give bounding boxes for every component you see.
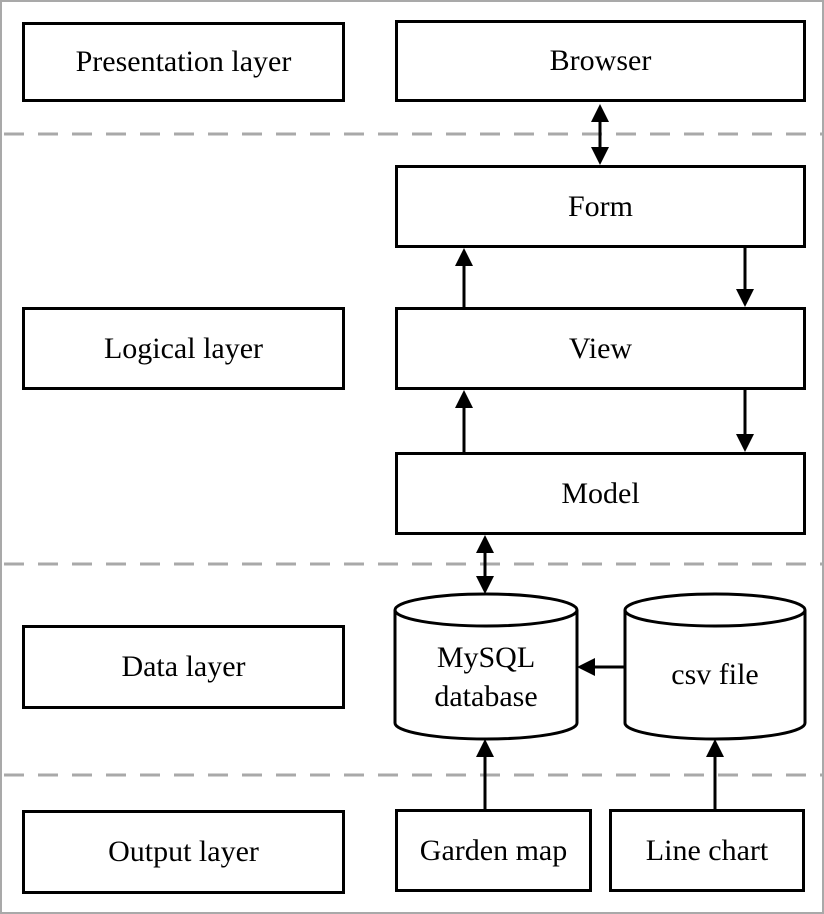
- arrow-model-to-view: [455, 390, 473, 452]
- node-view-label: View: [568, 331, 633, 365]
- arrow-gardenmap-to-mysql: [476, 739, 494, 809]
- node-line-chart: Line chart: [609, 809, 805, 892]
- node-browser-label: Browser: [549, 44, 652, 77]
- node-garden-map: Garden map: [395, 809, 592, 892]
- node-line-chart-label: Line chart: [645, 833, 769, 867]
- csv-cylinder: [623, 592, 807, 741]
- mysql-cylinder: [393, 592, 579, 741]
- layer-label-output: Output layer: [108, 835, 259, 868]
- mysql-label-line1: MySQL: [436, 641, 536, 674]
- node-garden-map-label: Garden map: [419, 833, 568, 867]
- arrow-model-mysql: [476, 535, 494, 594]
- layer-label-logical: Logical layer: [103, 331, 264, 365]
- node-browser: Browser: [395, 20, 806, 102]
- layer-box-logical: Logical layer: [22, 307, 345, 390]
- arrow-csv-to-mysql: [577, 658, 625, 676]
- layer-box-presentation: Presentation layer: [22, 22, 345, 102]
- node-csv-label: csv file: [625, 622, 805, 726]
- layer-box-output: Output layer: [22, 810, 345, 894]
- node-mysql-label: MySQL database: [395, 622, 577, 732]
- node-view: View: [395, 307, 806, 390]
- node-form: Form: [395, 165, 806, 248]
- arrow-form-to-view: [736, 248, 754, 307]
- layer-box-data: Data layer: [22, 625, 345, 709]
- csv-label-line: csv file: [671, 657, 759, 691]
- layer-label-data: Data layer: [121, 650, 246, 683]
- node-model: Model: [395, 452, 806, 535]
- arrow-view-to-model: [736, 390, 754, 452]
- node-model-label: Model: [561, 476, 640, 510]
- node-form-label: Form: [567, 189, 633, 223]
- mysql-label-line2: database: [434, 680, 538, 713]
- arrow-browser-form: [591, 104, 609, 165]
- layer-label-presentation: Presentation layer: [75, 45, 292, 78]
- arrow-linechart-to-csv: [706, 739, 724, 809]
- arrow-view-to-form: [455, 248, 473, 307]
